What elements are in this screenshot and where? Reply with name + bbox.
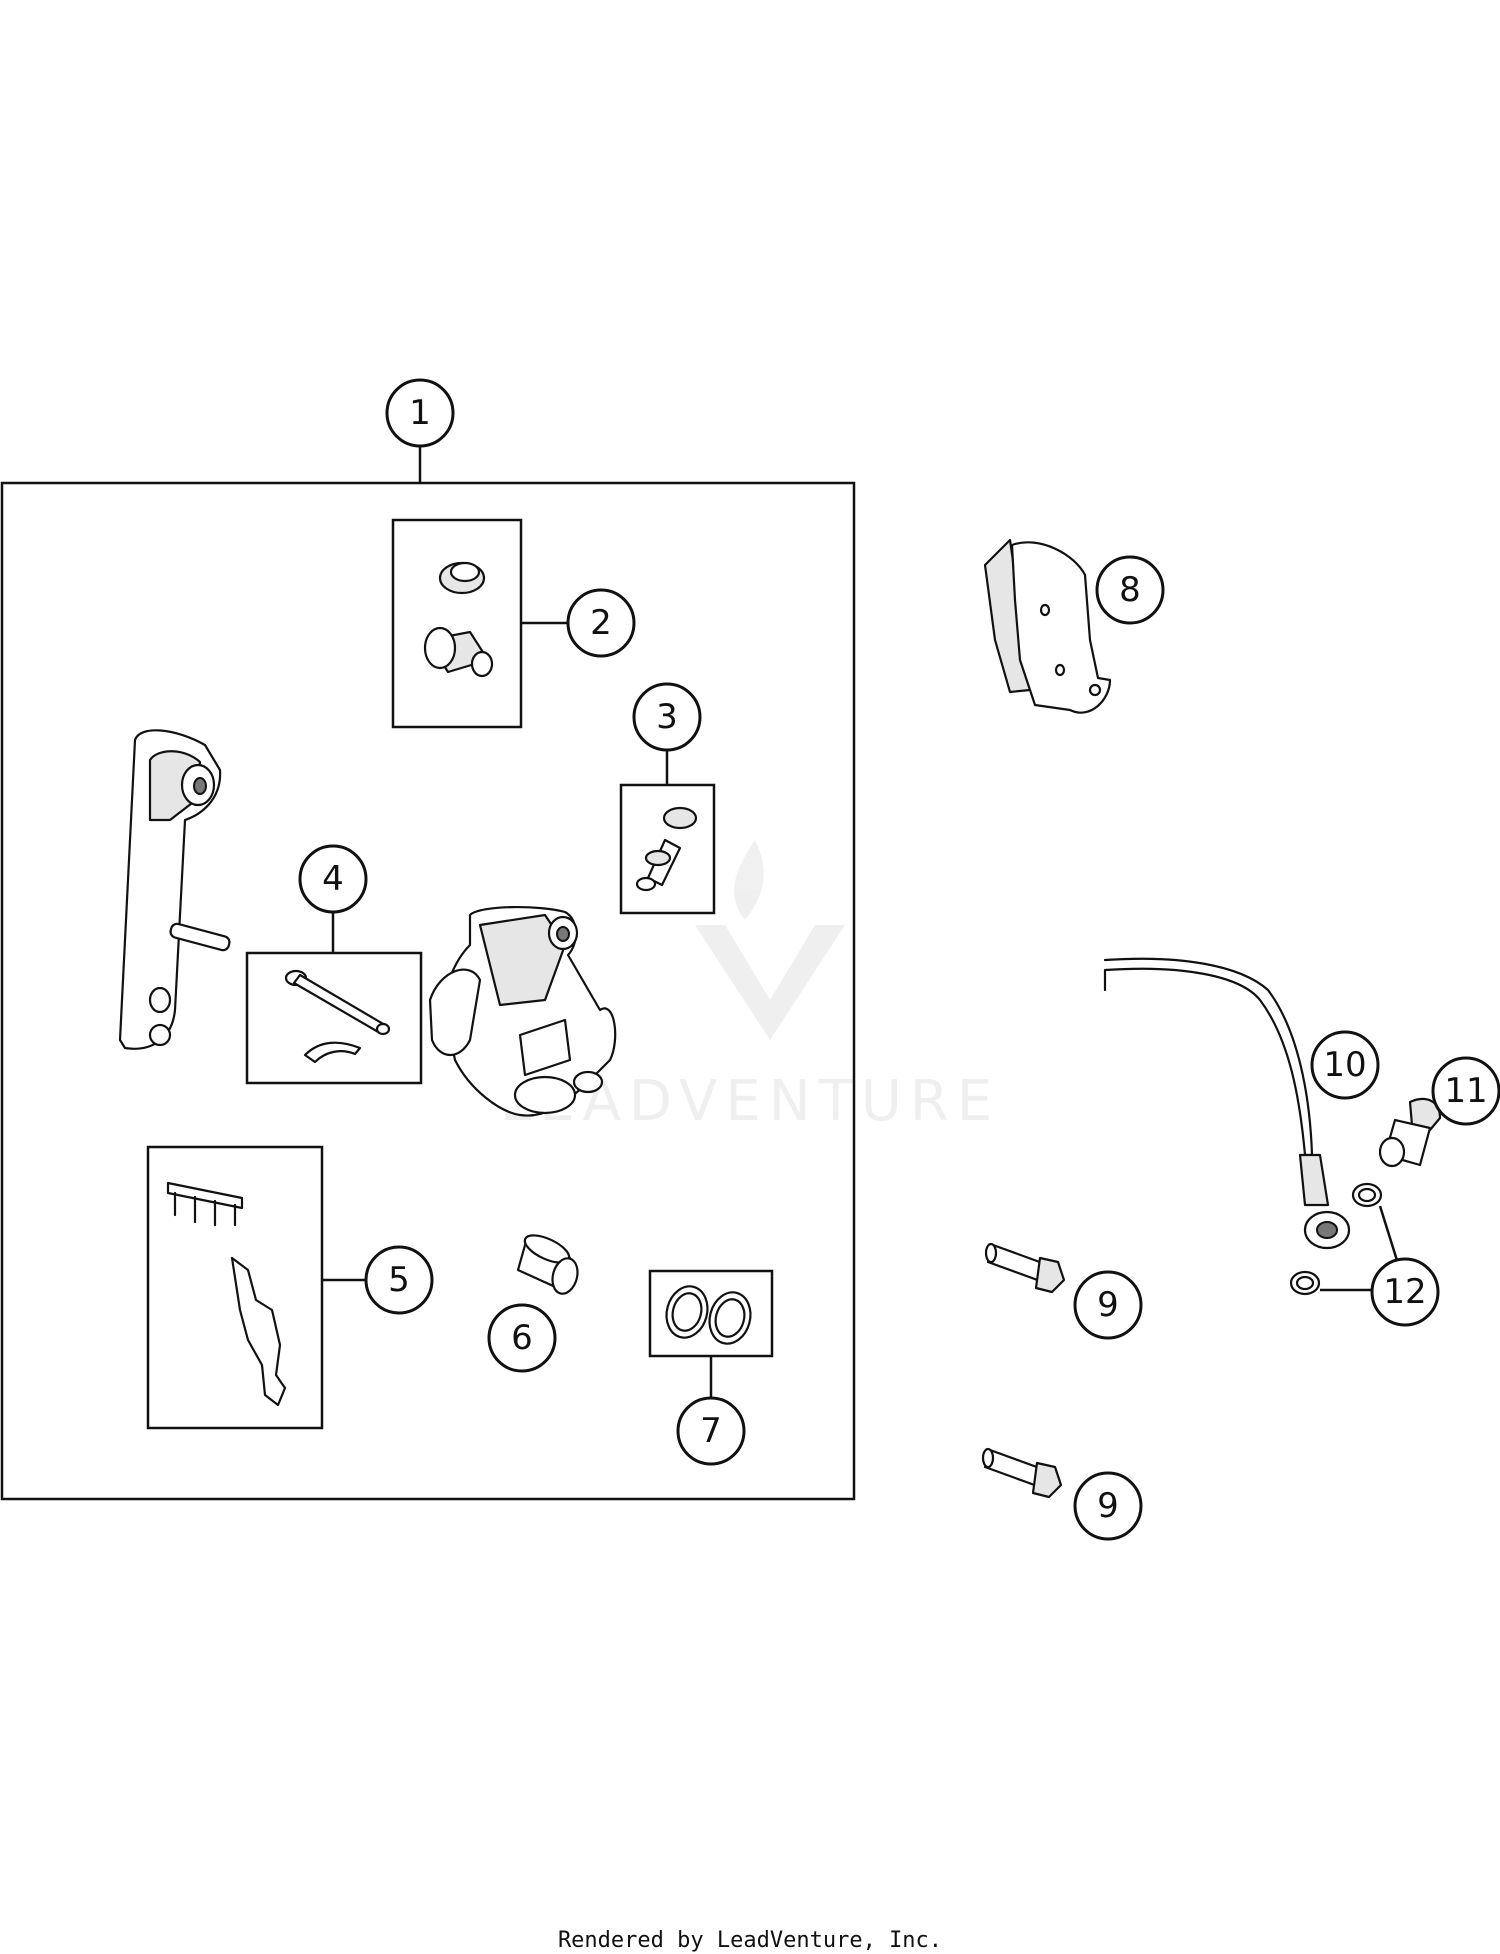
callout-5-label: 5 bbox=[388, 1260, 410, 1300]
callout-7: 7 bbox=[676, 1396, 746, 1466]
part-4-pad-pin bbox=[284, 969, 391, 1064]
kit-box-2 bbox=[391, 518, 523, 729]
callout-9-lower-label: 9 bbox=[1097, 1486, 1119, 1526]
callout-7-label: 7 bbox=[700, 1411, 722, 1451]
caliper-body bbox=[428, 905, 617, 1117]
part-9-bolt-upper bbox=[984, 1242, 1066, 1294]
part-8-brake-pads bbox=[983, 538, 1112, 714]
callout-10-label: 10 bbox=[1323, 1045, 1366, 1085]
kit-box-4 bbox=[245, 951, 423, 1085]
callout-3-label: 3 bbox=[656, 697, 678, 737]
callout-2: 2 bbox=[566, 588, 636, 658]
part-3-bleeder-valve bbox=[635, 806, 698, 892]
callout-6: 6 bbox=[487, 1303, 557, 1373]
callout-8: 8 bbox=[1095, 555, 1165, 625]
part-5-pad-spring bbox=[166, 1181, 287, 1407]
part-9-bolt-lower bbox=[981, 1447, 1063, 1499]
callout-2-label: 2 bbox=[590, 603, 612, 643]
part-11-banjo-bolt bbox=[1378, 1097, 1442, 1168]
callout-9-upper: 9 bbox=[1073, 1270, 1143, 1340]
part-10-brake-line bbox=[1103, 957, 1351, 1250]
watermark-v-icon bbox=[695, 925, 845, 1040]
callout-12: 12 bbox=[1370, 1257, 1440, 1327]
part-2-bleeder-parts bbox=[423, 561, 494, 678]
callout-1-label: 1 bbox=[409, 393, 431, 433]
callout-3: 3 bbox=[632, 682, 702, 752]
callout-11: 11 bbox=[1431, 1056, 1500, 1126]
callout-1: 1 bbox=[385, 378, 455, 448]
callout-4: 4 bbox=[298, 844, 368, 914]
caliper-kit-box bbox=[0, 481, 856, 1501]
callout-8-label: 8 bbox=[1119, 570, 1141, 610]
part-6-piston bbox=[516, 1234, 579, 1295]
footer-credit: Rendered by LeadVenture, Inc. bbox=[557, 1928, 943, 1953]
kit-box-5 bbox=[146, 1145, 324, 1430]
callout-10: 10 bbox=[1310, 1030, 1380, 1100]
callout-12-label: 12 bbox=[1383, 1272, 1426, 1312]
callout-9-upper-label: 9 bbox=[1097, 1285, 1119, 1325]
callout-5: 5 bbox=[364, 1245, 434, 1315]
callout-11-label: 11 bbox=[1444, 1071, 1487, 1111]
watermark-flame-icon bbox=[734, 840, 764, 920]
caliper-carrier-bracket bbox=[118, 729, 231, 1050]
part-7-seals bbox=[665, 1285, 752, 1345]
callout-6-label: 6 bbox=[511, 1318, 533, 1358]
callout-9-lower: 9 bbox=[1073, 1471, 1143, 1541]
callout-4-label: 4 bbox=[322, 859, 344, 899]
